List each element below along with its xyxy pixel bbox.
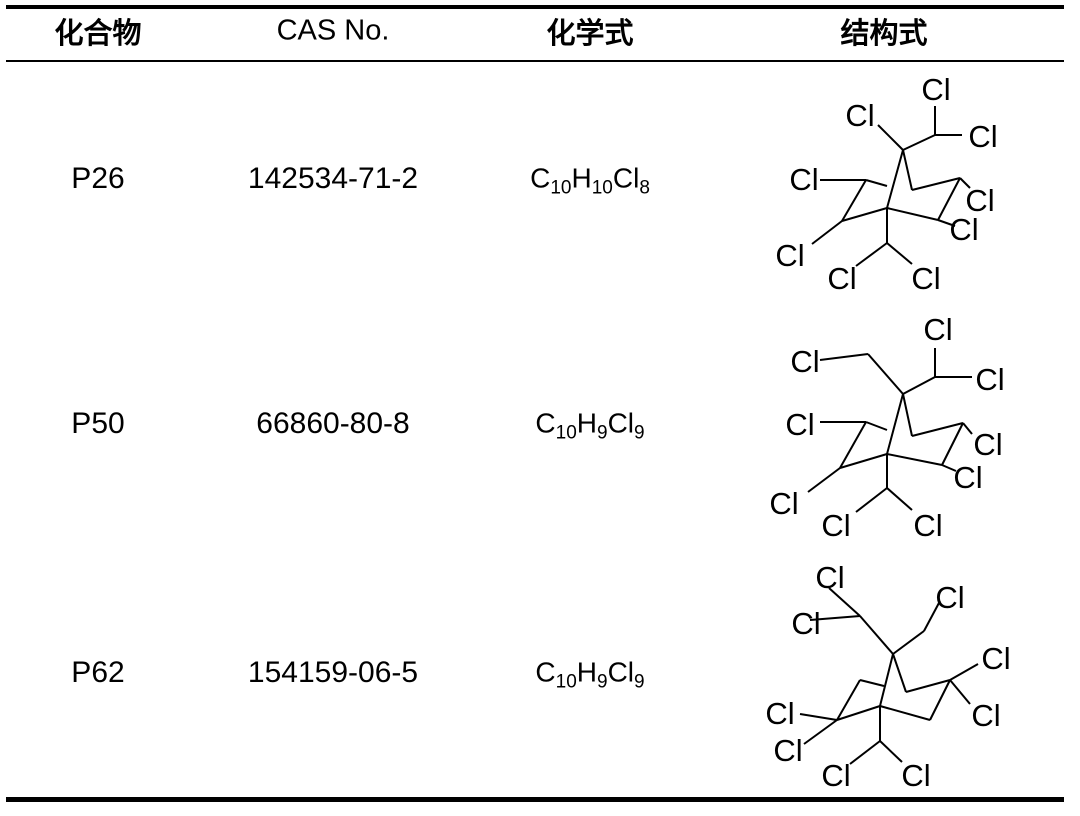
chlorinated-bornane-structure: Cl Cl Cl Cl Cl Cl Cl Cl Cl bbox=[769, 312, 1004, 543]
cas-number: 154159-06-5 bbox=[247, 656, 419, 689]
cas-number: 66860-80-8 bbox=[256, 407, 410, 440]
chlorine-label: Cl bbox=[821, 758, 850, 793]
chlorine-label: Cl bbox=[845, 98, 874, 133]
chlorine-label: Cl bbox=[968, 119, 997, 154]
chlorine-label: Cl bbox=[790, 344, 819, 379]
table-top-rule bbox=[6, 5, 1064, 9]
chemical-formula: C10H9Cl9 bbox=[535, 656, 645, 693]
chlorine-label: Cl bbox=[935, 580, 964, 615]
chemical-formula: C10H9Cl9 bbox=[535, 407, 645, 444]
chlorine-label: Cl bbox=[791, 606, 820, 641]
chlorine-label: Cl bbox=[921, 72, 950, 107]
header-formula: 化学式 bbox=[546, 16, 634, 50]
compound-id: P26 bbox=[71, 162, 125, 195]
chlorine-label: Cl bbox=[765, 696, 794, 731]
table-bottom-rule bbox=[6, 797, 1064, 802]
chlorine-label: Cl bbox=[775, 238, 804, 273]
chlorine-label: Cl bbox=[827, 261, 856, 296]
chlorinated-bornane-structure: Cl Cl Cl Cl Cl Cl Cl Cl Cl bbox=[765, 560, 1010, 793]
chlorine-label: Cl bbox=[773, 733, 802, 768]
header-compound: 化合物 bbox=[54, 16, 142, 50]
cas-number: 142534-71-2 bbox=[247, 162, 419, 195]
compound-id: P62 bbox=[71, 656, 125, 689]
chlorinated-bornane-structure: Cl Cl Cl Cl Cl Cl Cl Cl Cl bbox=[775, 72, 997, 296]
chlorine-label: Cl bbox=[913, 508, 942, 543]
chlorine-label: Cl bbox=[953, 460, 982, 495]
header-structure: 结构式 bbox=[840, 16, 928, 50]
chlorine-label: Cl bbox=[815, 560, 844, 595]
chlorine-label: Cl bbox=[949, 212, 978, 247]
compound-id: P50 bbox=[71, 407, 125, 440]
chlorine-label: Cl bbox=[785, 407, 814, 442]
chlorine-label: Cl bbox=[901, 758, 930, 793]
chemical-formula: C10H10Cl8 bbox=[530, 162, 650, 199]
table-header-rule bbox=[6, 60, 1064, 62]
chlorine-label: Cl bbox=[973, 427, 1002, 462]
chlorine-label: Cl bbox=[975, 362, 1004, 397]
chlorine-label: Cl bbox=[821, 508, 850, 543]
chlorine-label: Cl bbox=[769, 486, 798, 521]
chlorine-label: Cl bbox=[923, 312, 952, 347]
chlorine-label: Cl bbox=[789, 162, 818, 197]
header-cas-no: CAS No. bbox=[276, 14, 390, 47]
chlorine-label: Cl bbox=[971, 698, 1000, 733]
chlorine-label: Cl bbox=[965, 183, 994, 218]
chlorine-label: Cl bbox=[911, 261, 940, 296]
chlorine-label: Cl bbox=[981, 641, 1010, 676]
